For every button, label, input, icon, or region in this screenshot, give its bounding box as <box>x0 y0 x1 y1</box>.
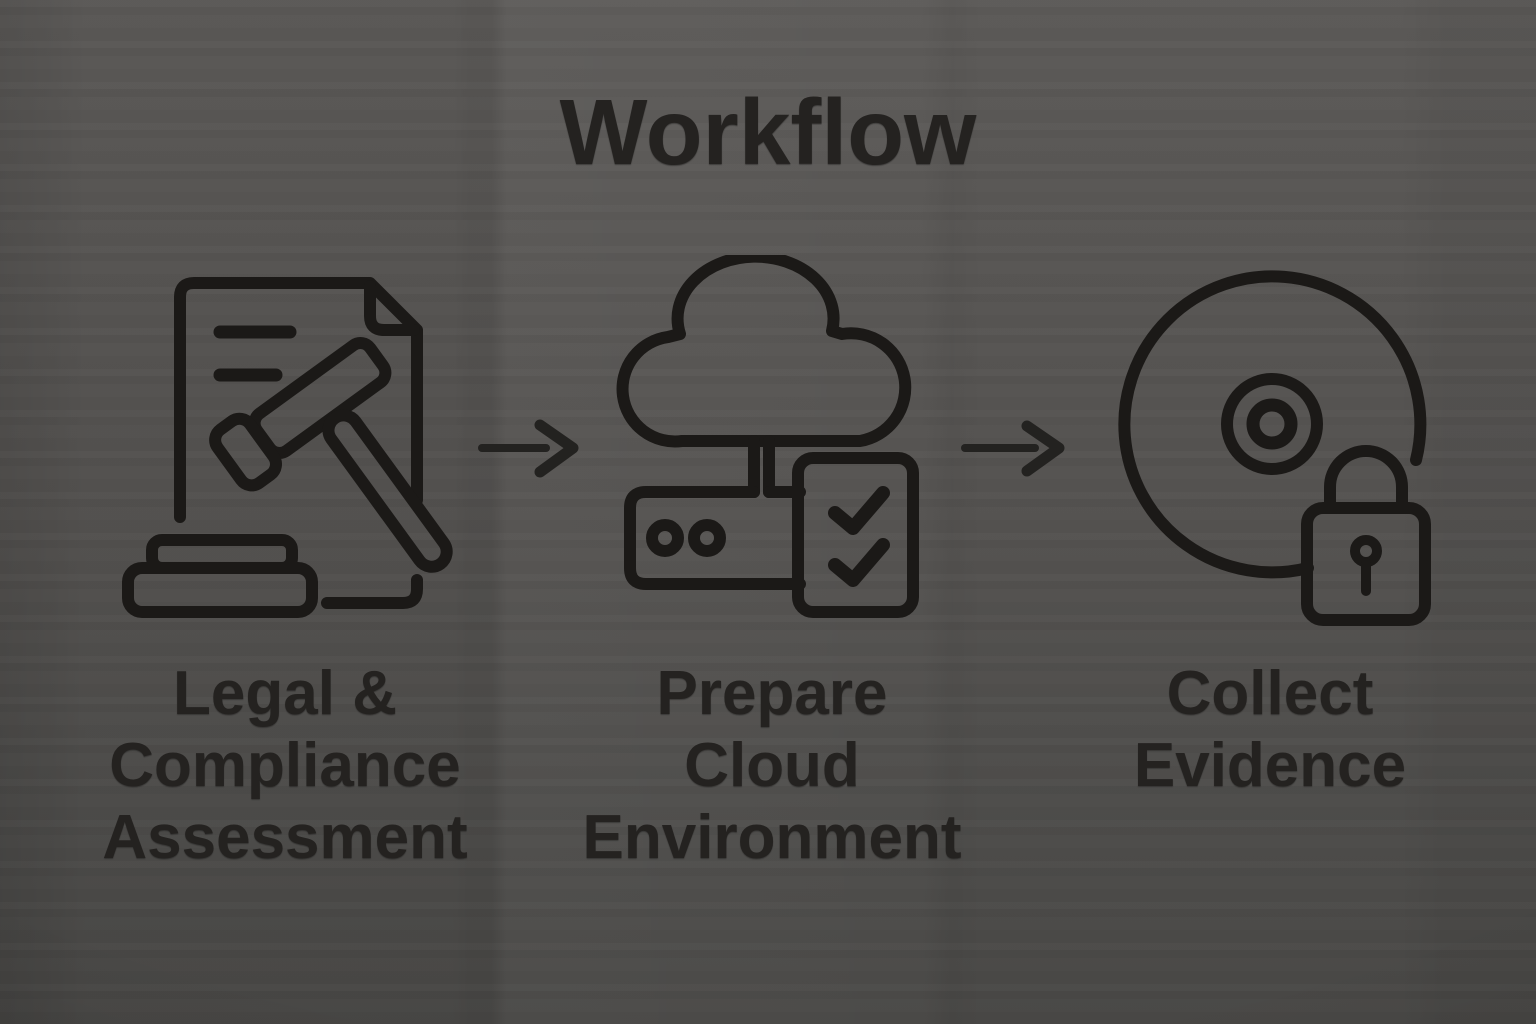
page-title: Workflow <box>559 80 977 184</box>
step-label-collect-evidence: Collect Evidence <box>1010 658 1530 802</box>
cloud-server-checklist-icon <box>616 255 919 618</box>
disc-inner-ring <box>1221 373 1323 475</box>
arrow-head <box>1021 420 1065 477</box>
gavel-sound-block <box>122 534 318 618</box>
label-line: Prepare <box>656 659 888 728</box>
label-line: Cloud <box>684 731 860 800</box>
server-led <box>688 519 726 557</box>
cloud-stem <box>748 435 775 498</box>
server-led <box>646 519 684 557</box>
arrow-right-icon <box>961 420 1065 477</box>
padlock-body <box>1301 502 1431 626</box>
label-line: Evidence <box>1133 731 1407 800</box>
step-label-legal-compliance-assessment: Legal & Compliance Assessment <box>25 658 545 874</box>
checkmarks <box>828 486 890 587</box>
padlock <box>1301 445 1431 626</box>
arrow-head <box>534 419 579 478</box>
gavel <box>209 337 453 573</box>
label-line: Compliance <box>109 731 461 800</box>
label-line: Environment <box>582 803 962 872</box>
arrow-right-icon <box>478 419 579 478</box>
document-text-lines <box>213 325 297 382</box>
disc <box>1118 270 1427 579</box>
disc-outer-ring <box>1118 270 1427 579</box>
cloud <box>616 255 912 498</box>
server-box <box>624 486 806 590</box>
padlock-shackle <box>1324 445 1408 514</box>
gavel-cap <box>209 412 282 492</box>
gavel-handle <box>322 409 453 573</box>
checklist-panel <box>792 452 919 618</box>
label-line: Assessment <box>102 803 468 872</box>
document-outline <box>174 277 423 609</box>
step-label-prepare-cloud-environment: Prepare Cloud Environment <box>512 658 1032 874</box>
disc-hub <box>1246 398 1298 450</box>
label-line: Collect <box>1166 659 1374 728</box>
legal-document-gavel-icon <box>122 277 453 618</box>
document-fold-corner <box>364 280 420 336</box>
label-line: Legal & <box>173 659 397 728</box>
disc-lock-icon <box>1118 270 1431 626</box>
